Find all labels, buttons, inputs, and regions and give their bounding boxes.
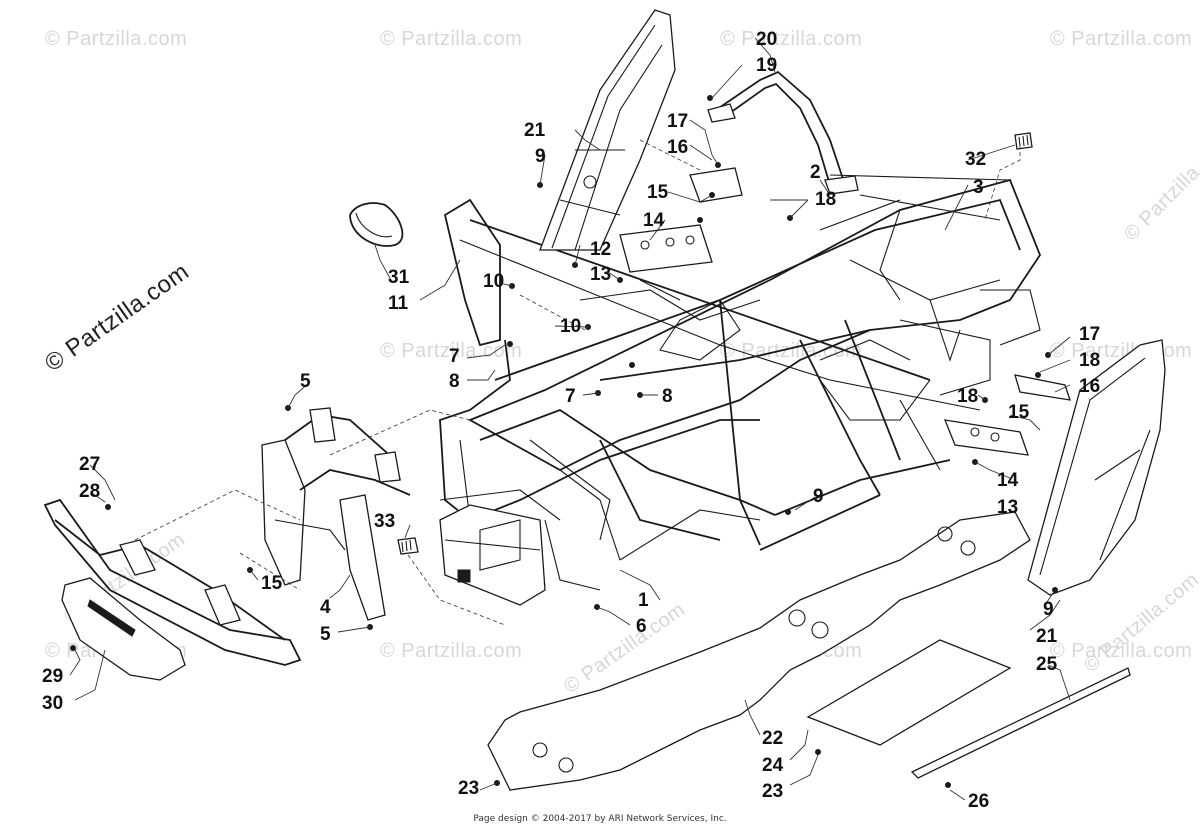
rear-bar — [707, 70, 859, 195]
leader-lines — [69, 37, 1071, 801]
callout-11: 11 — [388, 293, 409, 314]
callout-8: 8 — [662, 386, 673, 407]
front-receiver — [439, 504, 546, 606]
callout-21: 21 — [1036, 626, 1058, 647]
callout-18: 18 — [957, 386, 979, 407]
callout-21: 21 — [524, 120, 546, 141]
callout-9: 9 — [535, 146, 546, 167]
callout-2: 2 — [810, 162, 821, 183]
callout-9: 9 — [1043, 599, 1054, 620]
bracket-upper — [619, 167, 743, 273]
callout-28: 28 — [79, 481, 101, 502]
callout-23: 23 — [458, 778, 480, 799]
callout-18: 18 — [1079, 350, 1101, 371]
callout-33: 33 — [374, 511, 396, 532]
callout-6: 6 — [636, 616, 647, 637]
callout-20: 20 — [756, 29, 778, 50]
callout-24: 24 — [762, 755, 784, 776]
callout-31: 31 — [388, 267, 410, 288]
callout-17: 17 — [1079, 324, 1101, 345]
callout-16: 16 — [1079, 376, 1101, 397]
callout-10: 10 — [483, 271, 505, 292]
callout-30: 30 — [42, 693, 64, 714]
callout-19: 19 — [756, 55, 778, 76]
front-plate — [61, 577, 186, 681]
cage-side-left — [539, 9, 676, 251]
callout-8: 8 — [449, 371, 460, 392]
callout-13: 13 — [997, 497, 1019, 518]
callout-7: 7 — [565, 386, 576, 407]
callout-29: 29 — [42, 666, 64, 687]
bracket-right — [943, 374, 1071, 456]
callout-16: 16 — [667, 137, 689, 158]
callout-17: 17 — [667, 111, 689, 132]
callout-15: 15 — [261, 573, 283, 594]
skid-rail — [910, 667, 1131, 779]
callout-22: 22 — [762, 728, 784, 749]
callout-4: 4 — [320, 597, 331, 618]
front-bumper-mount — [261, 407, 411, 621]
callout-13: 13 — [590, 264, 612, 285]
callout-32: 32 — [965, 149, 987, 170]
callout-26: 26 — [968, 791, 990, 812]
skid-plate-large — [487, 511, 1031, 791]
callout-27: 27 — [79, 454, 101, 475]
callout-1: 1 — [638, 590, 649, 611]
callout-5: 5 — [320, 624, 331, 645]
front-bumper-bar — [43, 498, 302, 666]
skid-plate-small — [806, 639, 1012, 746]
callout-23: 23 — [762, 781, 784, 802]
footer-copyright: Page design © 2004-2017 by ARI Network S… — [473, 814, 727, 824]
callout-12: 12 — [590, 239, 612, 260]
band-clamp — [349, 202, 404, 247]
callout-15: 15 — [1008, 402, 1030, 423]
callout-5: 5 — [300, 371, 311, 392]
callout-18: 18 — [815, 189, 837, 210]
callout-9: 9 — [813, 486, 824, 507]
callout-10: 10 — [560, 316, 582, 337]
vent-grille-33 — [397, 537, 419, 555]
cage-side-right — [1027, 339, 1166, 596]
callout-3: 3 — [973, 177, 984, 198]
vent-grille-32 — [1014, 132, 1033, 150]
callout-14: 14 — [997, 470, 1019, 491]
callout-7: 7 — [449, 346, 460, 367]
callout-14: 14 — [643, 210, 665, 231]
callout-15: 15 — [647, 182, 669, 203]
callout-25: 25 — [1036, 654, 1058, 675]
